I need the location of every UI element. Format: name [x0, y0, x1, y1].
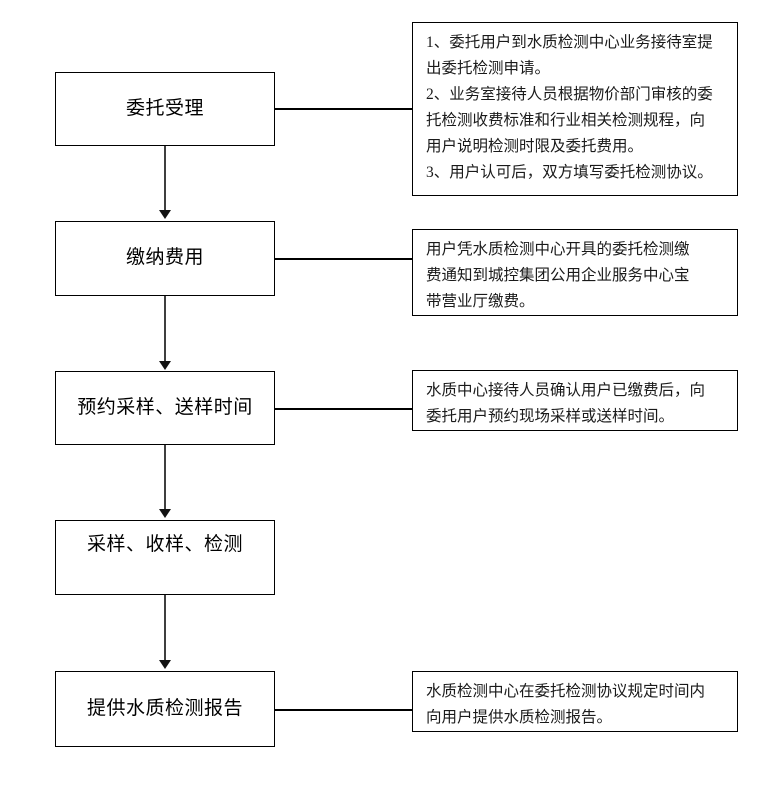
note-box-3[interactable]: 水质中心接待人员确认用户已缴费后，向 委托用户预约现场采样或送样时间。: [412, 370, 738, 431]
connector-arrow-4-5: [158, 660, 171, 669]
step-box-3[interactable]: 预约采样、送样时间: [55, 371, 275, 445]
connector-line-4-5: [164, 595, 166, 660]
connector-line-1-2: [164, 146, 166, 210]
leader-line-5: [275, 709, 412, 711]
note-text-1: 1、委托用户到水质检测中心业务接待室提 出委托检测申请。 2、业务室接待人员根据…: [426, 34, 713, 181]
step-label-2: 缴纳费用: [125, 247, 204, 269]
note-text-2: 用户凭水质检测中心开具的委托检测缴 费通知到城控集团公用企业服务中心宝 带营业厅…: [426, 241, 690, 310]
leader-line-3: [275, 408, 412, 410]
step-label-5: 提供水质检测报告: [86, 697, 243, 719]
step-box-5[interactable]: 提供水质检测报告: [55, 671, 275, 747]
connector-arrow-2-3: [158, 361, 171, 370]
leader-line-1: [275, 108, 412, 110]
note-box-2[interactable]: 用户凭水质检测中心开具的委托检测缴 费通知到城控集团公用企业服务中心宝 带营业厅…: [412, 229, 738, 316]
step-box-2[interactable]: 缴纳费用: [55, 221, 275, 296]
step-label-4: 采样、收样、检测: [86, 534, 243, 555]
step-box-4[interactable]: 采样、收样、检测: [55, 520, 275, 595]
step-label-1: 委托受理: [125, 97, 204, 119]
note-text-5: 水质检测中心在委托检测协议规定时间内 向用户提供水质检测报告。: [426, 683, 706, 726]
step-label-3: 预约采样、送样时间: [77, 396, 253, 418]
note-box-1[interactable]: 1、委托用户到水质检测中心业务接待室提 出委托检测申请。 2、业务室接待人员根据…: [412, 22, 738, 196]
leader-line-2: [275, 258, 412, 260]
note-text-3: 水质中心接待人员确认用户已缴费后，向 委托用户预约现场采样或送样时间。: [426, 382, 706, 425]
note-box-5[interactable]: 水质检测中心在委托检测协议规定时间内 向用户提供水质检测报告。: [412, 671, 738, 732]
connector-arrow-3-4: [158, 509, 171, 518]
connector-arrow-1-2: [158, 210, 171, 219]
connector-line-2-3: [164, 296, 166, 361]
step-box-1[interactable]: 委托受理: [55, 72, 275, 146]
connector-line-3-4: [164, 445, 166, 509]
